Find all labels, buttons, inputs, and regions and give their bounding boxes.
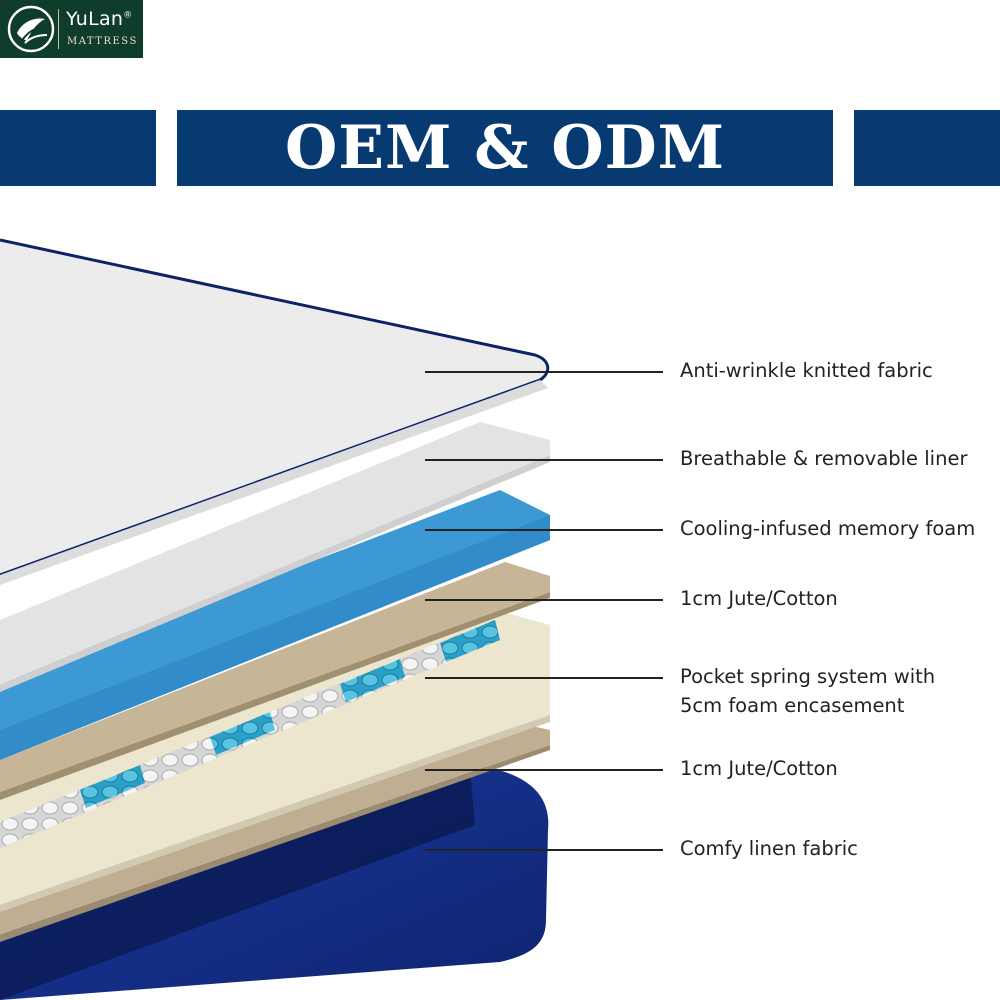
- leader-line-pocket-spring: [425, 677, 663, 679]
- layer-linen-fabric: [0, 765, 549, 1000]
- label-jute-lower: 1cm Jute/Cotton: [680, 757, 838, 780]
- label-cooling-foam: Cooling-infused memory foam: [680, 517, 976, 540]
- layer-jute-cotton-lower: [0, 720, 550, 942]
- layer-jute-cotton-upper: [0, 562, 550, 800]
- label-linen-fabric: Comfy linen fabric: [680, 837, 858, 860]
- layer-pocket-spring: [0, 610, 550, 912]
- banner-bar-right: [854, 110, 1000, 186]
- layer-cooling-foam: [0, 490, 550, 760]
- logo-separator: [58, 9, 59, 49]
- brand-name: YuLan®: [66, 8, 133, 30]
- label-pocket-spring: Pocket spring system with: [680, 665, 936, 688]
- leader-line-jute-lower: [425, 769, 663, 771]
- banner-title: OEM & ODM: [284, 113, 726, 183]
- layer-knitted-fabric: [0, 238, 550, 585]
- label-knitted-fabric: Anti-wrinkle knitted fabric: [680, 359, 933, 382]
- banner: OEM & ODM: [177, 110, 833, 186]
- leader-line-jute-upper: [425, 599, 663, 601]
- brand-subtitle: MATTRESS: [67, 36, 138, 47]
- label-pocket-spring-line2: 5cm foam encasement: [680, 694, 905, 717]
- leaf-emblem-icon: [7, 5, 55, 53]
- leader-line-knitted-fabric: [425, 371, 663, 373]
- label-liner: Breathable & removable liner: [680, 447, 968, 470]
- layer-breathable-liner: [0, 422, 550, 692]
- leader-line-linen-fabric: [425, 849, 663, 851]
- banner-bar-left: [0, 110, 156, 186]
- brand-logo: YuLan® MATTRESS: [0, 0, 143, 58]
- leader-line-cooling-foam: [425, 529, 663, 531]
- label-jute-upper: 1cm Jute/Cotton: [680, 587, 838, 610]
- leader-line-liner: [425, 459, 663, 461]
